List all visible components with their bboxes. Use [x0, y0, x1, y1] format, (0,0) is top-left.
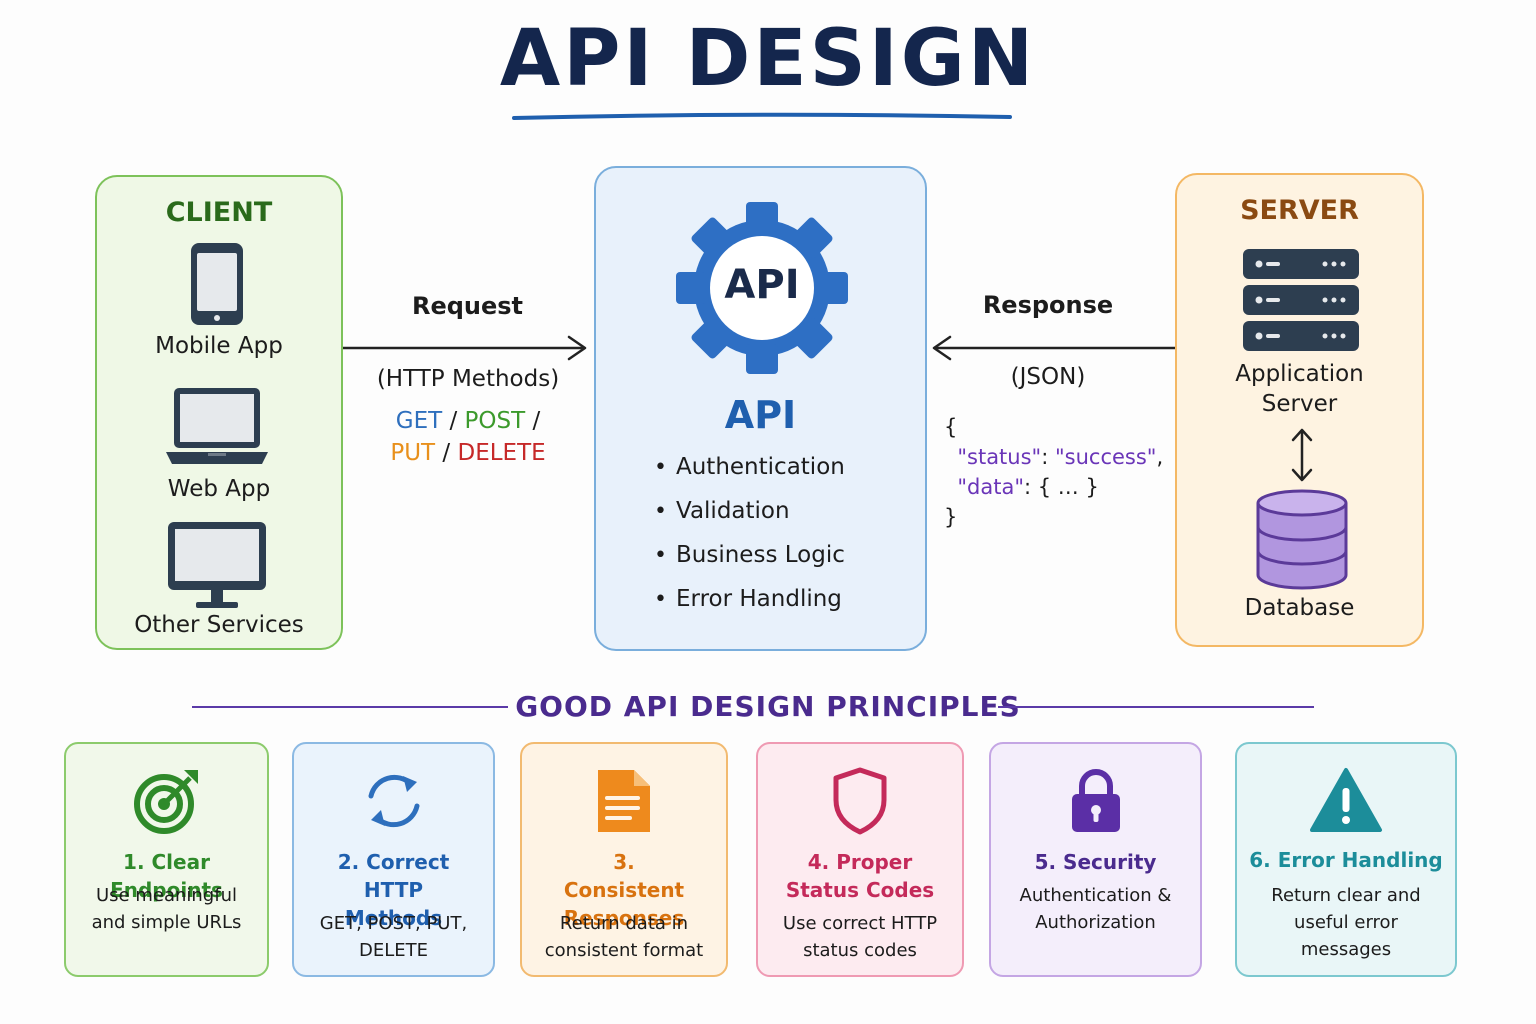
principle-desc: Use meaningful and simple URLs: [91, 885, 242, 933]
client-heading: CLIENT: [165, 197, 273, 228]
principle-desc: Authentication & Authorization: [1019, 885, 1172, 933]
json-data-key: "data": [957, 475, 1024, 499]
principle-card-http-methods: 2. Correct HTTP Methods GET, POST, PUT, …: [292, 742, 495, 977]
principle-title: 4. Proper Status Codes: [785, 850, 935, 902]
application-server-label: Application Server: [1235, 361, 1364, 417]
json-status-key: "status": [957, 445, 1042, 469]
client-panel: CLIENT Mobile App Web App Other Services: [95, 175, 343, 650]
request-label: Request: [411, 292, 524, 320]
principles-title: GOOD API DESIGN PRINCIPLES: [515, 690, 1021, 723]
divider-left: [192, 706, 508, 708]
api-feature-item: Authentication: [654, 450, 845, 494]
principle-title: 3. Consistent Responses: [563, 850, 685, 930]
server-heading: SERVER: [1240, 195, 1359, 226]
principle-card-consistent-responses: 3. Consistent Responses Return data in c…: [520, 742, 728, 977]
document-icon: [598, 770, 650, 832]
principle-desc: Use correct HTTP status codes: [782, 913, 938, 961]
api-heading: API: [724, 393, 797, 437]
gear-badge-label: API: [724, 262, 800, 308]
target-icon: [133, 770, 198, 834]
method-separator: /: [449, 408, 458, 434]
principle-card-error-handling: 6. Error Handling Return clear and usefu…: [1235, 742, 1457, 977]
shield-icon: [833, 767, 887, 835]
client-device-label-web: Web App: [167, 476, 271, 502]
response-sublabel: (JSON): [1010, 364, 1086, 390]
client-device-label-mobile: Mobile App: [155, 333, 283, 359]
api-feature-item: Error Handling: [654, 582, 845, 626]
response-label: Response: [982, 291, 1114, 319]
client-device-label-other: Other Services: [134, 612, 304, 638]
method-separator: /: [442, 440, 451, 466]
http-methods-row-2: PUT / DELETE: [372, 440, 564, 466]
double-arrow-icon: [1291, 428, 1313, 482]
refresh-icon: [368, 774, 419, 828]
laptop-icon: [166, 388, 268, 464]
divider-right: [998, 706, 1314, 708]
api-feature-item: Validation: [654, 494, 845, 538]
title-underline: [512, 112, 1012, 120]
api-feature-item: Business Logic: [654, 538, 845, 582]
principle-title: 6. Error Handling: [1249, 848, 1443, 872]
response-arrow: [932, 335, 1176, 361]
principle-card-clear-endpoints: 1. Clear Endpoints Use meaningful and si…: [64, 742, 269, 977]
request-sublabel: (HTTP Methods): [376, 366, 560, 392]
principle-title: 1. Clear Endpoints: [110, 850, 223, 902]
mobile-phone-icon: [191, 243, 243, 325]
json-open-brace: {: [944, 415, 958, 439]
database-label: Database: [1244, 595, 1355, 621]
principle-desc: Return clear and useful error messages: [1271, 885, 1421, 960]
http-methods-row-1: GET / POST /: [372, 408, 564, 434]
principle-desc: Return data in consistent format: [544, 913, 704, 961]
json-example: { "status": "success", "data": { … } }: [944, 415, 1164, 529]
method-delete: DELETE: [457, 440, 546, 466]
warning-icon: [1310, 768, 1382, 832]
method-get: GET: [395, 408, 443, 434]
method-separator: /: [532, 408, 541, 434]
principle-title: 2. Correct HTTP Methods: [337, 850, 450, 930]
principle-card-status-codes: 4. Proper Status Codes Use correct HTTP …: [756, 742, 964, 977]
json-status-value: "success": [1054, 445, 1157, 469]
api-feature-list: Authentication Validation Business Logic…: [654, 450, 845, 626]
request-arrow: [343, 335, 587, 361]
server-panel: SERVER Application Server: [1175, 173, 1424, 647]
lock-icon: [1071, 769, 1120, 832]
api-panel: API API Authentication Validation Busine…: [594, 166, 927, 651]
method-put: PUT: [390, 440, 436, 466]
server-rack-icon: [1243, 249, 1359, 351]
method-post: POST: [464, 408, 526, 434]
page-title: API DESIGN: [499, 14, 1037, 104]
principle-title: 5. Security: [1034, 850, 1157, 874]
json-data-value: { … }: [1037, 475, 1099, 499]
principle-desc: GET, POST, PUT, DELETE: [319, 913, 468, 961]
database-icon: [1256, 489, 1348, 590]
principle-card-security: 5. Security Authentication & Authorizati…: [989, 742, 1202, 977]
json-close-brace: }: [944, 505, 958, 529]
desktop-monitor-icon: [168, 522, 266, 608]
gear-icon: [676, 202, 848, 374]
